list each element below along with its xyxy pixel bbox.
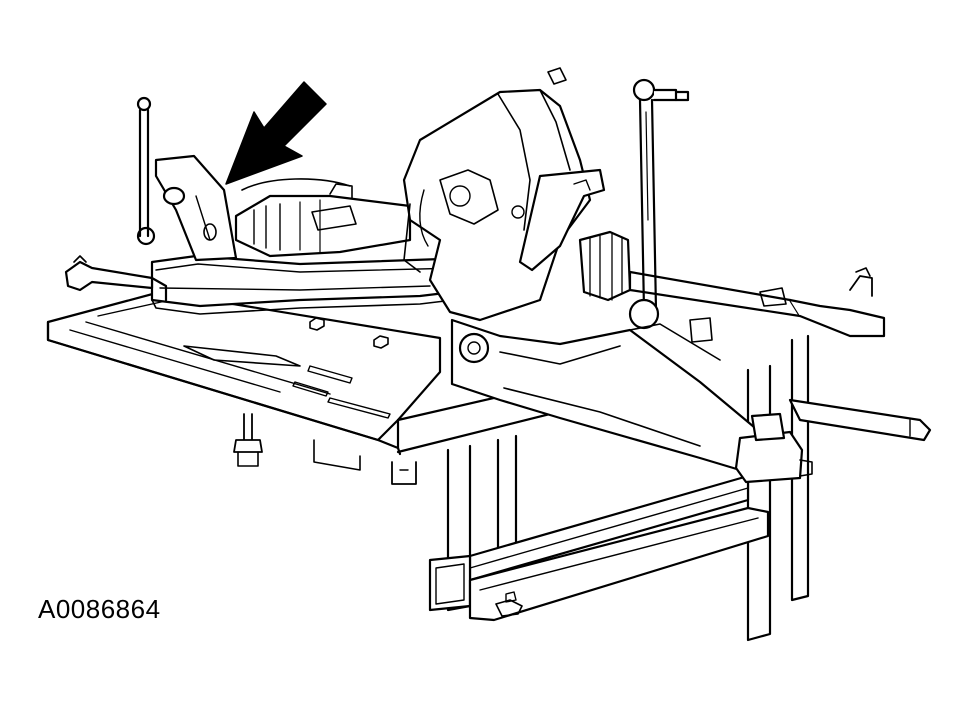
crossmember	[66, 98, 470, 314]
lift-table	[48, 292, 598, 484]
stabilizer-link-right	[630, 80, 712, 342]
figure-id-label: A0086864	[38, 594, 161, 624]
lift-stand	[430, 336, 808, 640]
knuckle-assembly	[404, 68, 884, 336]
arrow-down-left-icon	[226, 82, 326, 184]
lower-control-arm	[452, 320, 930, 482]
